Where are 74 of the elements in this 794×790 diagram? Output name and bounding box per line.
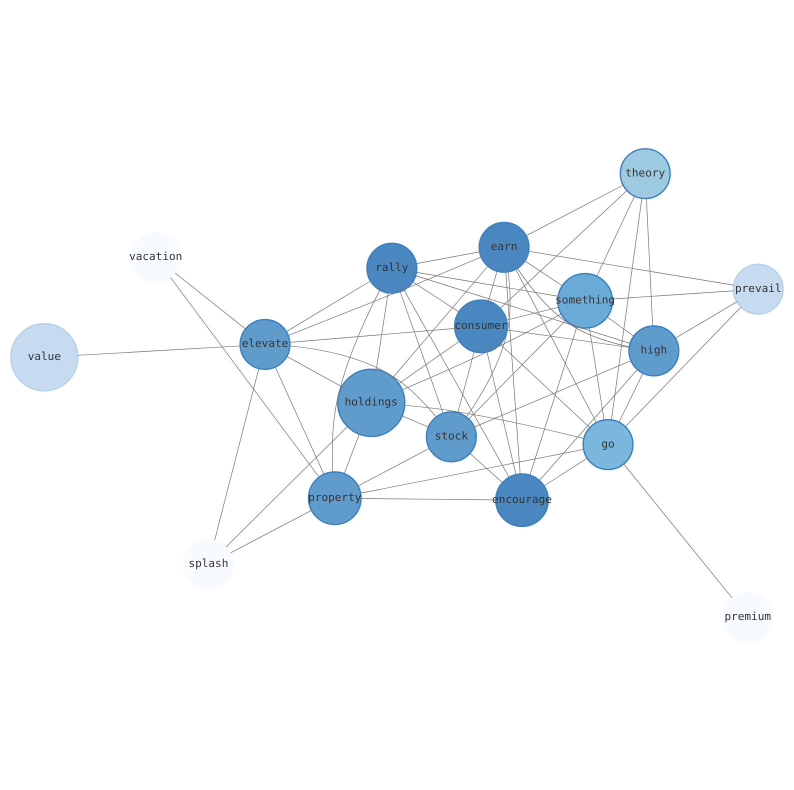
connector [526,184,624,236]
node-circle: rally [366,242,418,294]
node-circle: value [10,322,79,391]
connector [376,292,388,370]
connector [400,291,444,413]
node-circle: splash [182,538,234,590]
connector [174,272,246,329]
connector [468,320,566,419]
connector [344,434,360,474]
connector [415,274,630,344]
connector [230,510,312,553]
connector [623,463,732,598]
connector [412,280,460,312]
connector [404,289,510,478]
connector [290,328,455,342]
node-circle: property [308,470,362,525]
connector [611,198,642,420]
connector [515,268,597,422]
node-circle: earn [478,221,530,272]
connector [402,415,429,427]
connector [607,316,634,336]
connector [402,313,562,390]
connector [466,271,510,417]
connector [524,260,563,286]
connector [214,368,260,540]
connector [286,280,371,332]
connector [530,326,578,475]
connector [360,448,584,493]
connector [358,448,430,486]
connector [470,452,503,482]
connector [596,196,635,276]
connector [589,327,604,420]
node-circle: premium [722,591,774,642]
connector [226,426,348,547]
connector [486,351,516,474]
connector [286,356,342,386]
connector [274,366,324,474]
connector [488,270,498,301]
connector [474,360,632,427]
connector [290,345,436,417]
connector [392,266,488,378]
node-circle: holdings [337,368,406,437]
connector [544,457,588,486]
node-circle: prevail [732,263,784,314]
node-circle: stock [426,410,477,462]
connector [404,404,584,438]
connector [506,329,630,348]
node-circle: theory [620,148,671,199]
connector [416,251,480,264]
connector [458,350,474,412]
node-circle: vacation [130,232,182,283]
connector [539,368,638,480]
node-circle: elevate [239,318,291,370]
connector [360,498,496,500]
connector [612,290,734,299]
connector [398,340,460,384]
connector [618,372,644,422]
connector [332,289,380,472]
connector [170,276,320,478]
connector [646,198,653,326]
node-circle: high [628,324,680,376]
connector [675,300,738,338]
connector [78,345,240,356]
connector [500,343,590,428]
connector [517,268,630,347]
connector [506,306,559,320]
node-circle: go [582,418,634,470]
connector [416,272,558,296]
connector [288,256,482,336]
connector [506,271,520,474]
connector [528,250,734,285]
node-circle: consumer [454,298,508,353]
connector [625,306,742,426]
connector [500,190,628,308]
